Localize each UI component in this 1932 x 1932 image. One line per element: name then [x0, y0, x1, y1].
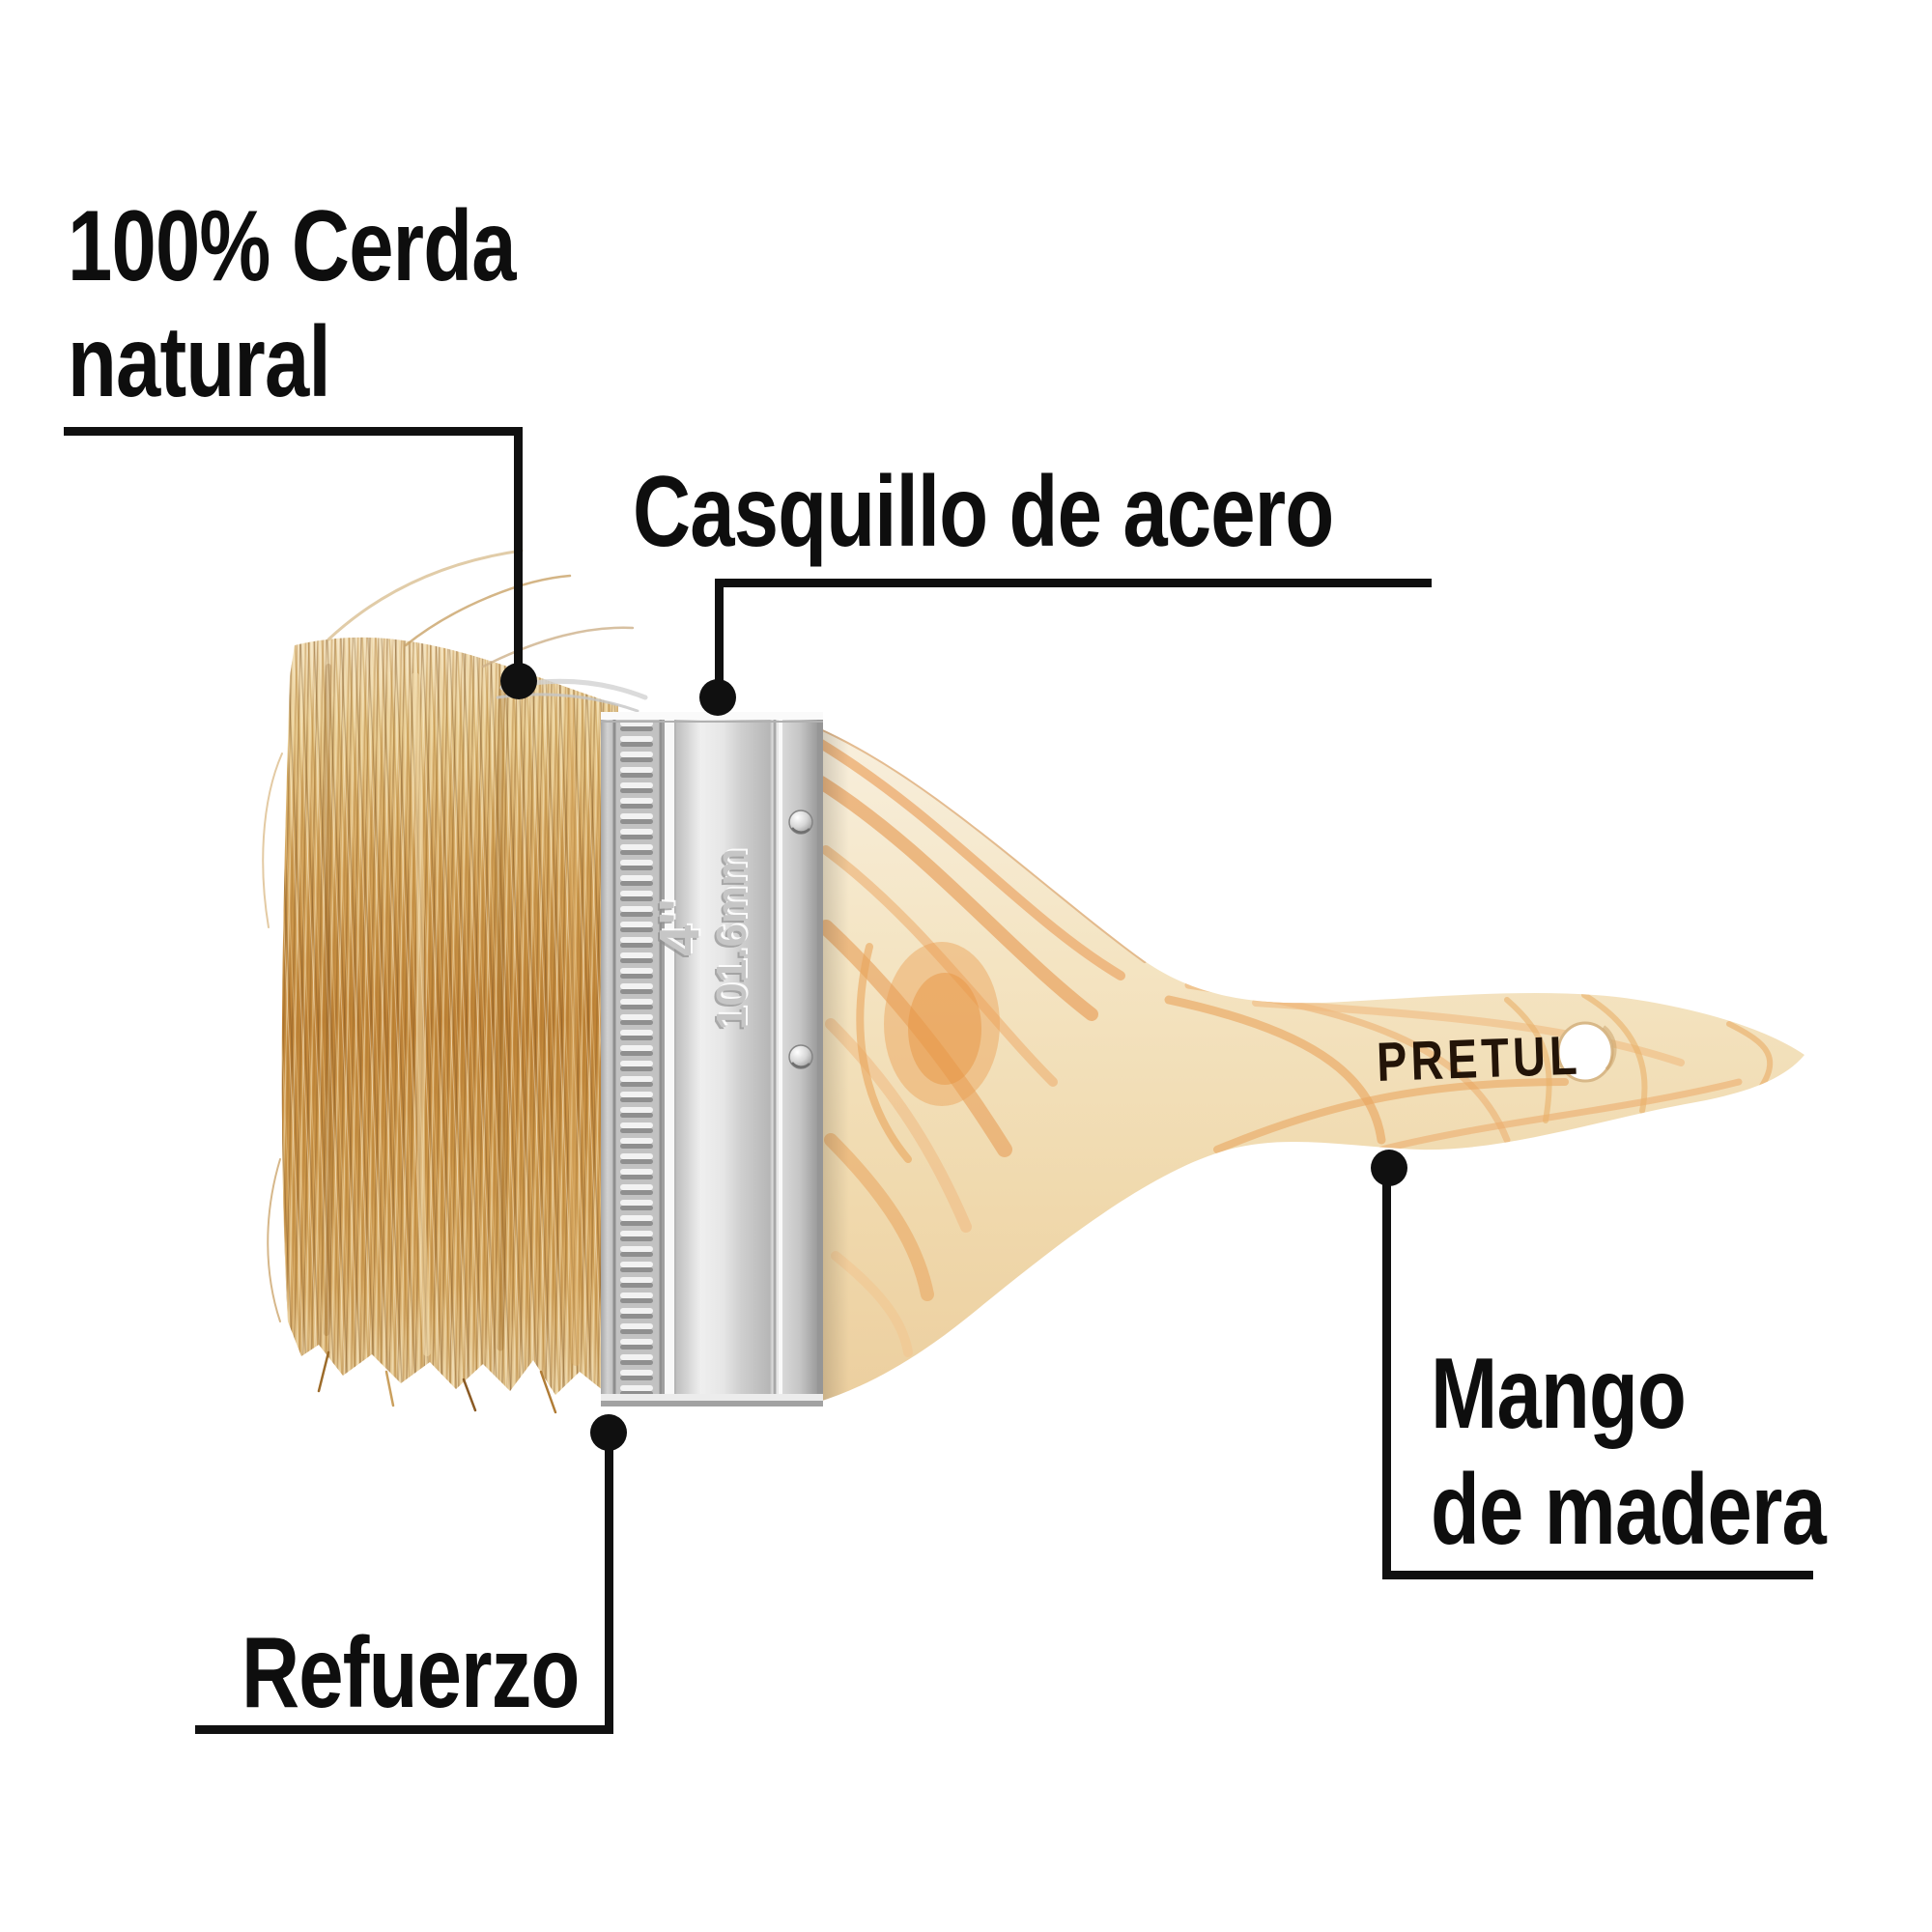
svg-text:4'': 4'': [646, 900, 709, 958]
callout-dot-handle: [1371, 1150, 1407, 1186]
label-handle-line1: Mango: [1431, 1338, 1687, 1450]
callout-line-reinforcement-v: [605, 1432, 613, 1730]
label-ferrule: Casquillo de acero: [633, 454, 1334, 570]
svg-text:101.6mm: 101.6mm: [710, 846, 757, 1028]
callout-line-ferrule-h: [715, 579, 1432, 587]
wooden-handle: [816, 726, 1804, 1403]
callout-dot-ferrule: [699, 679, 736, 716]
callout-line-ferrule-v: [715, 579, 724, 683]
label-bristles-line1: 100% Cerda: [68, 190, 517, 302]
label-ferrule-text: Casquillo de acero: [633, 456, 1334, 568]
ferrule-rivets: [788, 810, 813, 1069]
label-handle: Mango de madera: [1431, 1336, 1827, 1568]
bristles: [262, 549, 648, 1414]
callout-dot-bristles: [500, 663, 537, 699]
callout-line-bristles-h: [64, 427, 523, 436]
steel-ferrule: 4'' 4'' 4'' 101.6mm 101.6mm 101.6mm: [601, 712, 823, 1406]
callout-line-handle-h: [1382, 1571, 1813, 1579]
hanging-hole: [1556, 1021, 1614, 1083]
svg-text:101.6mm: 101.6mm: [706, 850, 753, 1032]
callout-line-reinforcement-h: [195, 1725, 613, 1734]
callout-dot-reinforcement: [590, 1414, 627, 1451]
ferrule-crimp-band: [614, 719, 661, 1402]
ferrule-marking-size: 4'' 4'' 4'': [646, 896, 713, 958]
brand-stamp: PRETUL: [1376, 1024, 1582, 1094]
callout-line-handle-v: [1382, 1165, 1391, 1579]
hanging-hole-shadow: [1602, 1025, 1617, 1071]
label-bristles: 100% Cerda natural: [68, 188, 517, 420]
label-reinforcement: Refuerzo: [242, 1615, 580, 1731]
label-bristles-line2: natural: [68, 306, 331, 418]
ferrule-marking-mm: 101.6mm 101.6mm 101.6mm: [706, 846, 757, 1032]
svg-text:101.6mm: 101.6mm: [708, 848, 755, 1030]
callout-line-bristles-v: [514, 427, 523, 670]
label-handle-line2: de madera: [1431, 1454, 1827, 1566]
label-reinforcement-text: Refuerzo: [242, 1617, 580, 1729]
bristle-streaks: [324, 664, 580, 1366]
svg-text:4'': 4'': [650, 896, 713, 954]
svg-text:4'': 4'': [648, 898, 711, 956]
